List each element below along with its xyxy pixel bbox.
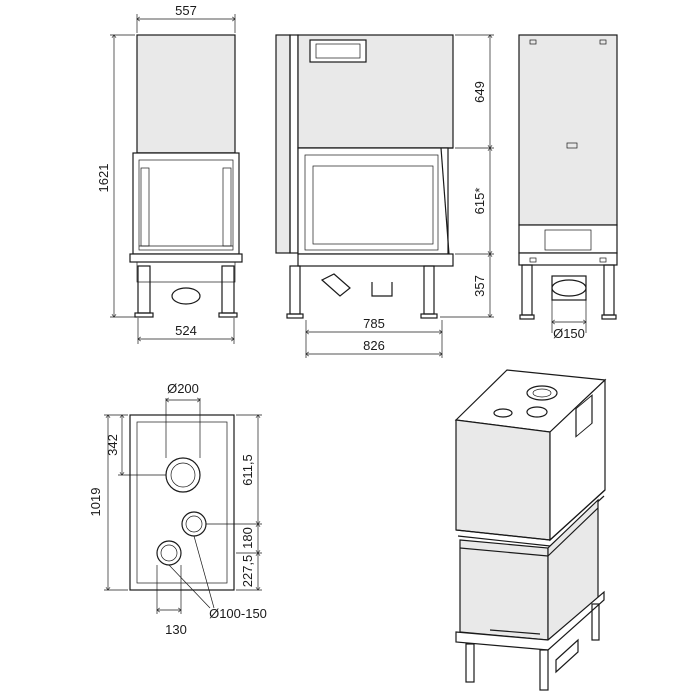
front-leg-left <box>137 265 151 314</box>
dim-total-height: 1621 <box>96 164 111 193</box>
side-view: 649 615* 357 785 826 <box>275 34 494 358</box>
dim-upper-height: 649 <box>472 81 487 103</box>
front-hood <box>136 34 236 154</box>
top-duct-circle-mid <box>181 511 207 537</box>
iso-outlet-small-icon <box>526 406 548 418</box>
dim-depth: 1019 <box>88 488 103 517</box>
front-view: 557 1621 524 <box>96 3 243 344</box>
dim-inner-width: 785 <box>363 316 385 331</box>
top-duct-circle-low <box>156 540 182 566</box>
iso-vent-grille <box>575 394 593 438</box>
back-hood <box>518 34 618 226</box>
dim-outlet-offset: 342 <box>105 434 120 456</box>
dim-outlet-diameter: Ø200 <box>167 381 199 396</box>
dim-door-height: 615* <box>472 188 487 215</box>
side-firebox <box>297 147 449 255</box>
side-leg-right <box>423 265 435 315</box>
back-view: Ø150 <box>518 34 618 341</box>
top-view: Ø200 342 1019 611,5 180 227,5 130 Ø100-1… <box>88 381 267 637</box>
dim-front-width: 557 <box>175 3 197 18</box>
iso-leg-front-right <box>539 649 549 691</box>
dim-spacing-low: 227,5 <box>240 555 255 588</box>
dim-side-offset: 130 <box>165 622 187 637</box>
side-vent-grille <box>309 39 367 63</box>
back-leg-right <box>603 264 615 316</box>
top-outline <box>129 414 235 591</box>
iso-leg-front-left <box>465 643 475 683</box>
dim-duct-diameter: Ø100-150 <box>209 606 267 621</box>
dim-spacing-mid: 180 <box>240 527 255 549</box>
isometric-view <box>454 369 607 691</box>
side-leg-left <box>289 265 301 315</box>
front-leg-right <box>221 265 235 314</box>
side-air-duct <box>320 273 351 297</box>
dim-outer-width: 826 <box>363 338 385 353</box>
flue-outlet-icon <box>551 279 587 297</box>
iso-leg-back-right <box>591 603 600 641</box>
dim-outlet-distance: 611,5 <box>240 454 255 486</box>
dim-flue-diameter: Ø150 <box>553 326 585 341</box>
dim-base-width: 524 <box>175 323 197 338</box>
iso-hood-front <box>455 419 551 541</box>
back-leg-left <box>521 264 533 316</box>
iso-outlet-small-icon-2 <box>493 408 513 418</box>
iso-outlet-large-icon <box>526 385 558 401</box>
dim-leg-height: 357 <box>472 275 487 297</box>
